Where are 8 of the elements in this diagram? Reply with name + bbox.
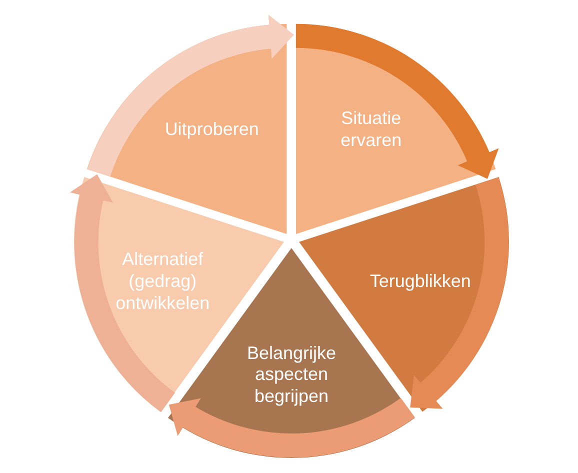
segment-label: Belangrijke aspecten begrijpen xyxy=(246,342,338,408)
segment-label: Terugblikken xyxy=(370,270,471,293)
curved-arrow xyxy=(295,24,498,178)
segment-label: Situatie ervaren xyxy=(340,108,403,152)
segment-label: Uitproberen xyxy=(164,119,259,142)
pie-segment xyxy=(87,24,288,234)
segment-label: Alternatief (gedrag) ontwikkelen xyxy=(114,248,211,315)
curved-arrow xyxy=(70,174,176,412)
